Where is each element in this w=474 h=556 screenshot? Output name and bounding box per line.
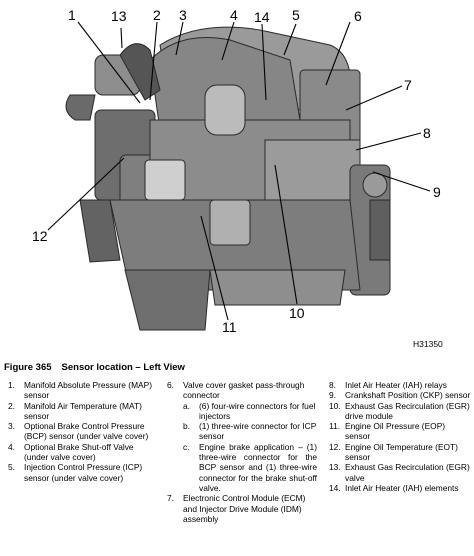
legend-item-3: 3.Optional Brake Control Pressure (BCP) …: [8, 421, 149, 442]
legend-item-9: 9.Crankshaft Position (CKP) sensor: [329, 390, 471, 401]
callout-12: 12: [32, 228, 48, 244]
legend-item-10: 10.Exhaust Gas Recirculation (EGR) drive…: [329, 400, 470, 421]
caption-title: Sensor location – Left View: [61, 362, 185, 373]
figure-id: H31350: [413, 339, 443, 349]
legend-column-1: 1.Manifold Absolute Pressure (MAP) senso…: [8, 380, 160, 483]
callout-14: 14: [254, 9, 270, 25]
legend-column-3: 8.Inlet Air Heater (IAH) relays 9.Cranks…: [329, 380, 472, 493]
legend-item-2: 2.Manifold Air Temperature (MAT) sensor: [8, 400, 142, 421]
legend-subitem-c: c.Engine brake application – (1) three-w…: [183, 441, 317, 493]
legend-item-4: 4.Optional Brake Shut-off Valve (under v…: [8, 441, 134, 463]
callout-8: 8: [423, 125, 431, 141]
legend-item-12: 12.Engine Oil Temperature (EOT) sensor: [329, 441, 458, 463]
legend-item-7: 7.Electronic Control Module (ECM) and In…: [167, 493, 306, 524]
engine-illustration: [65, 26, 391, 331]
callout-5: 5: [292, 7, 300, 23]
legend-column-2: 6.Valve cover gasket pass-through connec…: [167, 380, 317, 524]
callout-3: 3: [179, 7, 187, 23]
callout-6: 6: [354, 8, 362, 24]
callout-11: 11: [222, 319, 237, 335]
callout-7: 7: [404, 77, 412, 93]
caption-label: Figure 365: [4, 362, 52, 373]
legend-item-14: 14.Inlet Air Heater (IAH) elements: [329, 482, 459, 493]
legend-subitem-a: a.(6) four-wire connectors for fuel inje…: [183, 400, 316, 421]
legend-item-8: 8.Inlet Air Heater (IAH) relays: [329, 380, 447, 390]
legend-item-13: 13.Exhaust Gas Recirculation (EGR) valve: [329, 462, 470, 483]
leader-lines: [47, 21, 431, 321]
callout-4: 4: [230, 7, 238, 23]
figure-caption: Figure 365 Sensor location – Left View: [4, 362, 185, 373]
callout-1: 1: [68, 7, 76, 23]
legend-item-11: 11.Engine Oil Pressure (EOP) sensor: [329, 421, 446, 442]
callout-9: 9: [433, 184, 441, 200]
legend-item-5: 5.Injection Control Pressure (ICP) senso…: [8, 462, 143, 483]
callout-2: 2: [153, 7, 161, 23]
callout-13: 13: [111, 8, 127, 24]
callout-10: 10: [289, 305, 305, 321]
engine-figure: 1 2 3 4 5 6 7 8 9 10 11 12 13 14 H31350: [32, 7, 443, 349]
legend-item-1: 1.Manifold Absolute Pressure (MAP) senso…: [8, 380, 153, 401]
legend-item-6: 6.Valve cover gasket pass-through connec…: [167, 380, 305, 401]
legend-subitem-b: b.(1) three-wire connector for ICP senso…: [183, 421, 317, 442]
